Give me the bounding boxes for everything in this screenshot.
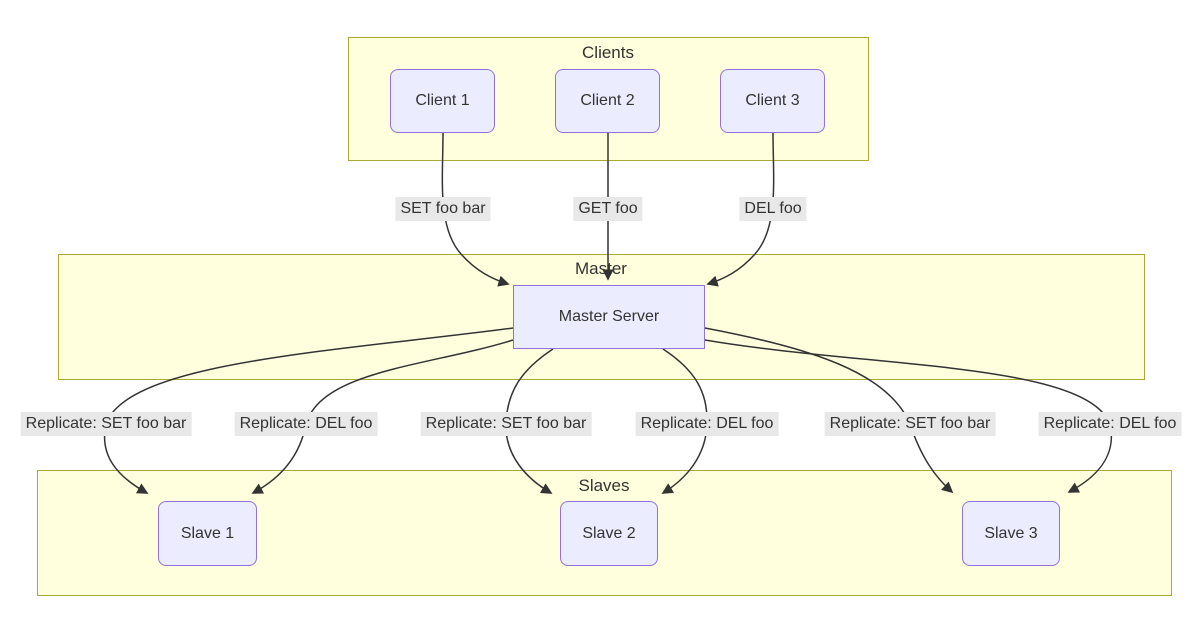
- edge-label-set-foo-bar: SET foo bar: [395, 197, 491, 221]
- edge-master-to-slave3-set: [704, 327, 954, 494]
- edge-master-to-slave3-del: [704, 339, 1113, 493]
- edge-label-replicate-del-slave3: Replicate: DEL foo: [1038, 412, 1182, 436]
- edge-label-replicate-set-slave1: Replicate: SET foo bar: [20, 412, 192, 436]
- node-slave-2: Slave 2: [560, 501, 658, 566]
- cluster-clients-title: Clients: [582, 43, 634, 62]
- node-client-2: Client 2: [555, 69, 660, 133]
- edge-client3-to-master: [706, 132, 775, 287]
- edge-label-replicate-del-slave1: Replicate: DEL foo: [234, 412, 378, 436]
- edge-label-replicate-del-slave2: Replicate: DEL foo: [635, 412, 779, 436]
- edge-master-to-slave1-set: [103, 327, 514, 494]
- node-master-server: Master Server: [513, 285, 705, 349]
- edge-label-replicate-set-slave2: Replicate: SET foo bar: [420, 412, 592, 436]
- node-slave-3: Slave 3: [962, 501, 1060, 566]
- edge-label-del-foo: DEL foo: [739, 197, 807, 221]
- node-client-3: Client 3: [720, 69, 825, 133]
- edge-client1-to-master: [441, 132, 510, 287]
- edge-master-to-slave1-del: [251, 339, 514, 494]
- edge-label-get-foo: GET foo: [573, 197, 643, 221]
- node-client-1: Client 1: [390, 69, 495, 133]
- cluster-slaves-title: Slaves: [578, 476, 630, 495]
- cluster-master-title: Master: [575, 259, 627, 278]
- node-slave-1: Slave 1: [158, 501, 257, 566]
- edge-label-replicate-set-slave3: Replicate: SET foo bar: [824, 412, 996, 436]
